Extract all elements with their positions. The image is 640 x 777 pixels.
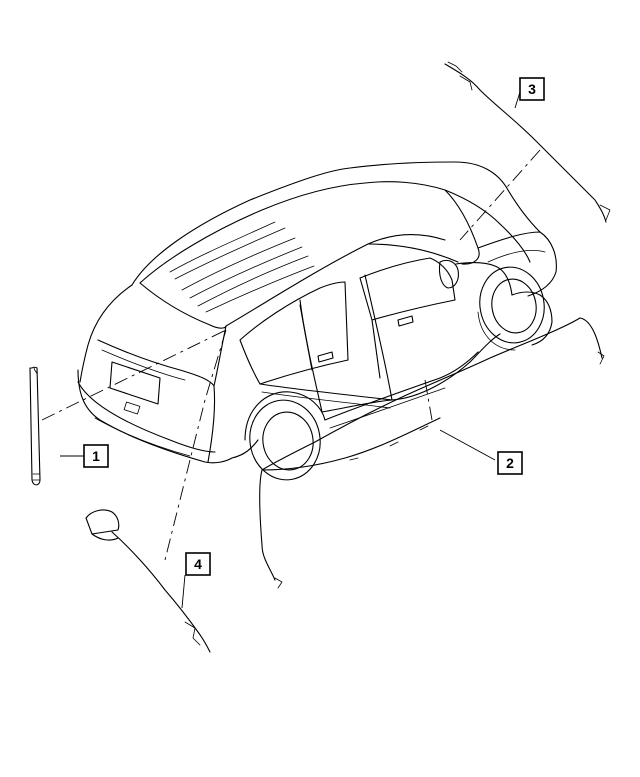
antenna-cable [444, 61, 611, 223]
antenna-base-cable [85, 509, 211, 653]
mast-antenna [29, 366, 41, 486]
svg-text:2: 2 [506, 455, 514, 471]
callout-2: 2 [497, 451, 523, 475]
svg-text:4: 4 [194, 556, 202, 572]
callout-1: 1 [83, 444, 109, 468]
locator-lines [41, 149, 541, 561]
svg-text:1: 1 [92, 448, 100, 464]
antenna-cable-harness [259, 317, 605, 589]
callout-4: 4 [185, 552, 211, 576]
callout-3: 3 [519, 77, 545, 101]
callout-leaders [60, 91, 521, 609]
vehicle-illustration [77, 161, 557, 481]
svg-text:3: 3 [528, 81, 536, 97]
